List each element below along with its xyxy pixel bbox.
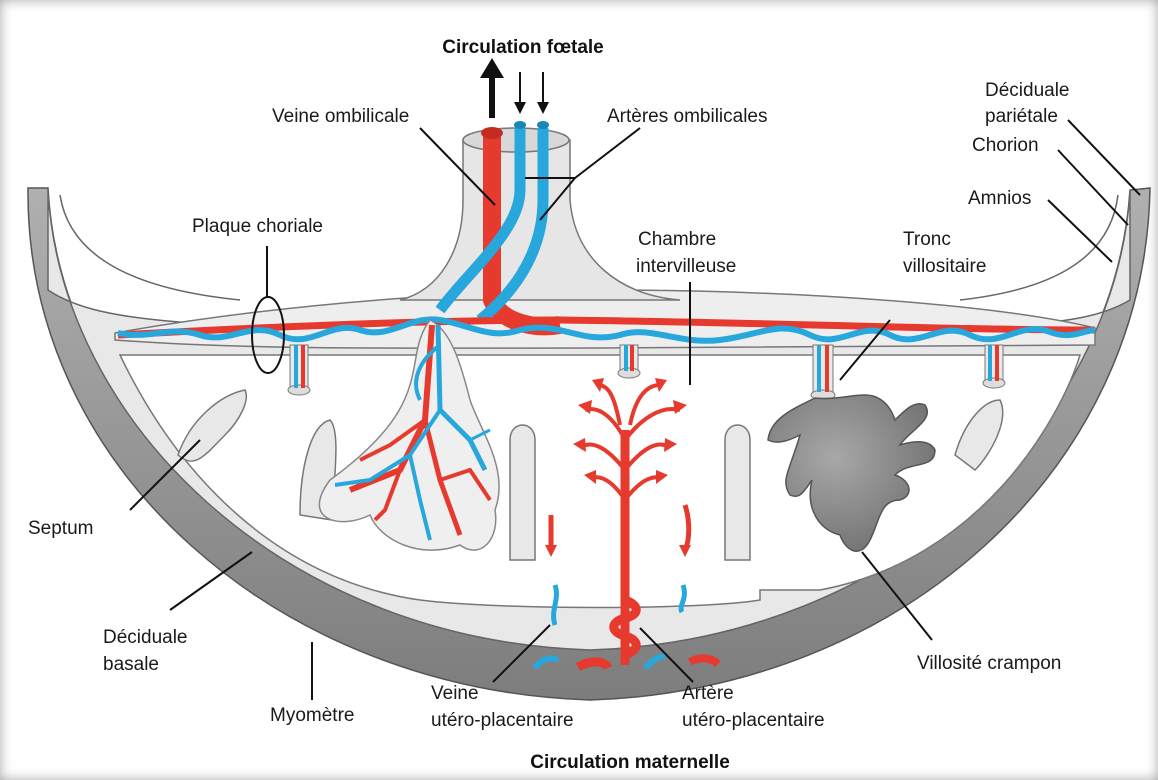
fetal-flow-arrows bbox=[480, 58, 549, 118]
label-myometre: Myomètre bbox=[270, 705, 354, 726]
septum-3 bbox=[510, 425, 535, 560]
label-deciduale-parietale-2: pariétale bbox=[985, 106, 1058, 127]
label-veine-ombilicale: Veine ombilicale bbox=[272, 106, 409, 127]
label-artere-up-1: Artère bbox=[682, 683, 734, 704]
label-plaque-choriale: Plaque choriale bbox=[192, 216, 323, 237]
label-deciduale-basale-2: basale bbox=[103, 654, 159, 675]
artery-opening-1 bbox=[514, 121, 526, 129]
stem-villus-1 bbox=[288, 345, 310, 395]
title-fetal-circulation: Circulation fœtale bbox=[442, 37, 604, 58]
label-veine-up-2: utéro-placentaire bbox=[431, 710, 574, 731]
stem-villus-4 bbox=[983, 345, 1005, 388]
title-maternal-circulation: Circulation maternelle bbox=[530, 752, 730, 773]
label-deciduale-parietale-1: Déciduale bbox=[985, 80, 1070, 101]
label-amnios: Amnios bbox=[968, 188, 1031, 209]
label-tronc-2: villositaire bbox=[903, 256, 986, 277]
label-chorion: Chorion bbox=[972, 135, 1039, 156]
chorion-membrane bbox=[960, 195, 1118, 300]
label-arteres-ombilicales: Artères ombilicales bbox=[607, 106, 768, 127]
label-chambre-1: Chambre bbox=[638, 229, 716, 250]
maternal-vein-1 bbox=[554, 585, 557, 625]
stem-villus-2 bbox=[618, 345, 640, 378]
label-artere-up-2: utéro-placentaire bbox=[682, 710, 825, 731]
stem-villus-3 bbox=[811, 345, 835, 400]
artery-opening-2 bbox=[537, 121, 549, 129]
label-deciduale-basale-1: Déciduale bbox=[103, 627, 188, 648]
vein-opening bbox=[481, 127, 503, 139]
label-tronc-1: Tronc bbox=[903, 229, 951, 250]
label-septum: Septum bbox=[28, 518, 93, 539]
septum-4 bbox=[725, 425, 750, 560]
label-chambre-2: intervilleuse bbox=[636, 256, 736, 277]
label-veine-up-1: Veine bbox=[431, 683, 479, 704]
label-villosite-crampon: Villosité crampon bbox=[917, 653, 1061, 674]
amnios-membrane bbox=[60, 195, 240, 300]
